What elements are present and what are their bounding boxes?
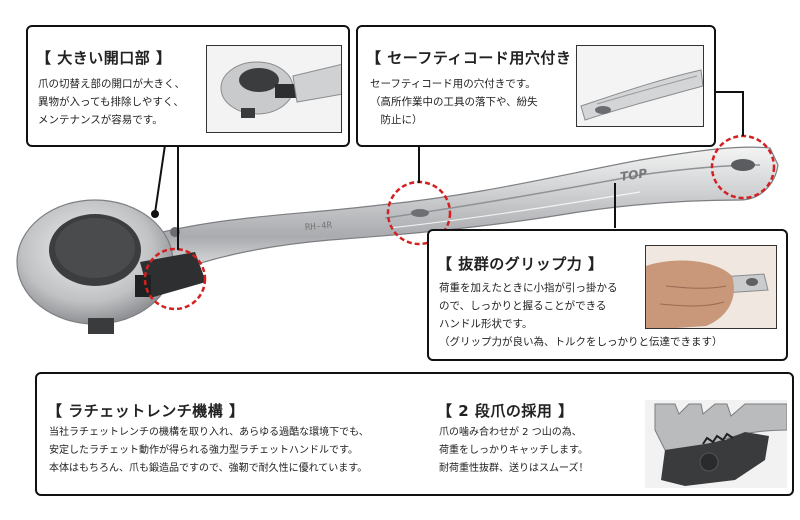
pawl-photo bbox=[645, 400, 787, 488]
callout-text: セーフティコード用の穴付きです。 （高所作業中の工具の落下や、紛失 防止に） bbox=[370, 78, 538, 126]
safety-cord-photo bbox=[576, 45, 704, 127]
callout-grip: 【 抜群のグリップ力 】 荷重を加えたときに小指が引っ掛かる ので、しっかりと握… bbox=[427, 229, 788, 361]
callout-title: 【 大きい開口部 】 bbox=[36, 49, 172, 67]
mechanism-title: 【 ラチェットレンチ機構 】 bbox=[47, 402, 245, 420]
callout-text: 荷重を加えたときに小指が引っ掛かる ので、しっかりと握ることができる ハンドル形… bbox=[439, 282, 723, 348]
feature-panel: 【 ラチェットレンチ機構 】 当社ラチェットレンチの機構を取り入れ、あらゆる過酷… bbox=[35, 372, 794, 496]
end-hole bbox=[731, 159, 755, 171]
opening-photo bbox=[206, 45, 342, 133]
callout-safety-cord: 【 セーフティコード用穴付き 】 セーフティコード用の穴付きです。 （高所作業中… bbox=[356, 25, 716, 147]
callout-big-opening: 【 大きい開口部 】 爪の切替え部の開口が大きく、 異物が入っても排除しやすく、… bbox=[26, 25, 350, 147]
grip-photo bbox=[645, 245, 777, 329]
cord-hole bbox=[411, 209, 429, 217]
two-stage-text: 爪の噛み合わせが 2 つ山の為、 荷重をしっかりキャッチします。 耐荷重性抜群、… bbox=[439, 427, 589, 474]
highlight-opening bbox=[143, 247, 207, 311]
two-stage-title: 【 2 段爪の採用 】 bbox=[437, 402, 574, 420]
mechanism-text: 当社ラチェットレンチの機構を取り入れ、あらゆる過酷な環境下でも、 安定したラチェ… bbox=[49, 427, 369, 474]
selector-lever bbox=[140, 252, 206, 298]
callout-title: 【 抜群のグリップ力 】 bbox=[437, 255, 604, 273]
callout-text: 爪の切替え部の開口が大きく、 異物が入っても排除しやすく、 メンテナンスが容易で… bbox=[38, 78, 185, 126]
callout-title: 【 セーフティコード用穴付き 】 bbox=[366, 49, 593, 67]
